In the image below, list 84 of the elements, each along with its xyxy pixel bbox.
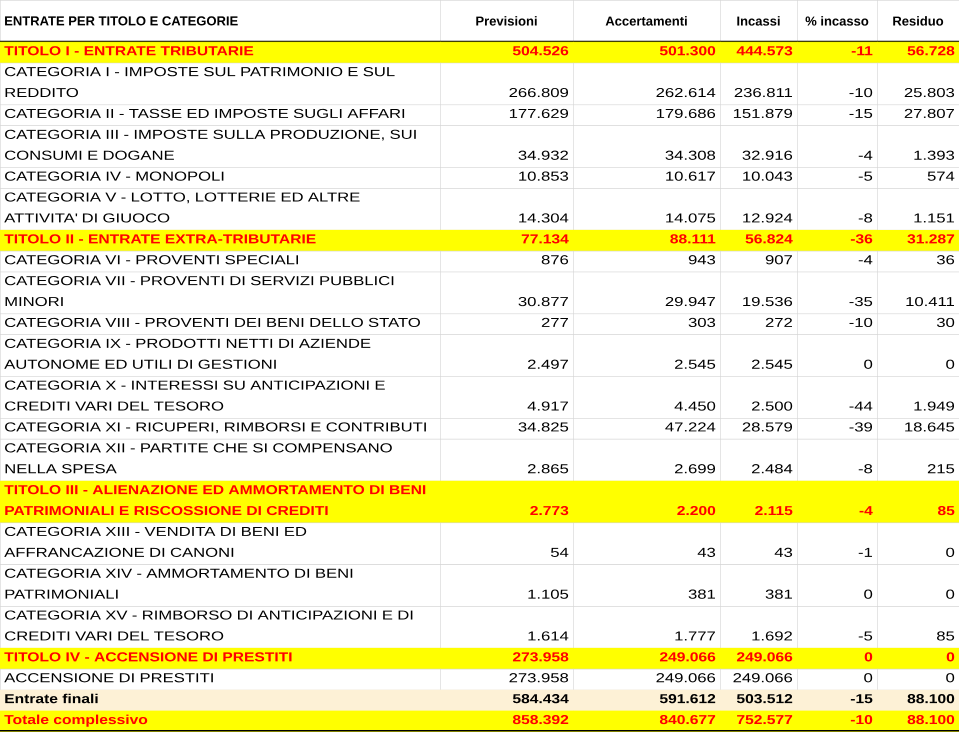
amount-value: 0: [877, 522, 959, 565]
amount-value: 303: [573, 314, 721, 335]
amount-value: 77.134: [440, 230, 574, 252]
amount-value: 54: [440, 522, 574, 565]
amount-value: 10.617: [573, 167, 721, 189]
percentage-value: 0: [797, 648, 878, 670]
amount-value: 85: [877, 606, 959, 648]
amount-value: 907: [720, 250, 798, 272]
amount-value: 30: [877, 314, 959, 335]
amount-value: 27.807: [877, 104, 959, 126]
amount-value: 876: [440, 250, 574, 272]
amount-value: 0: [877, 668, 959, 690]
amount-value: 18.645: [877, 418, 959, 440]
amount-value: 10.043: [720, 167, 798, 189]
amount-value: 88.111: [573, 230, 721, 252]
amount-value: 1.692: [720, 606, 798, 648]
column-header: Incassi: [720, 0, 798, 42]
amount-value: 381: [573, 564, 721, 607]
amount-value: 88.100: [877, 690, 959, 712]
amount-value: 0: [877, 564, 959, 607]
amount-value: 273.958: [440, 668, 574, 690]
amount-value: 31.287: [877, 230, 959, 252]
percentage-value: -4: [797, 480, 878, 524]
percentage-value: -11: [797, 42, 878, 64]
percentage-value: -39: [797, 418, 878, 440]
amount-value: 943: [573, 250, 721, 272]
amount-value: 503.512: [720, 690, 798, 712]
percentage-value: -8: [797, 188, 878, 230]
column-header: Accertamenti: [573, 0, 721, 42]
amount-value: 85: [877, 480, 959, 524]
amount-value: 34.825: [440, 418, 574, 440]
column-header: Residuo: [877, 0, 959, 42]
percentage-value: -36: [797, 230, 878, 252]
percentage-value: -4: [797, 250, 878, 272]
amount-value: 151.879: [720, 104, 798, 126]
amount-value: 273.958: [440, 648, 574, 670]
percentage-value: -5: [797, 606, 878, 648]
amount-value: 2.773: [440, 480, 574, 524]
amount-value: 1.105: [440, 564, 574, 607]
amount-value: 47.224: [573, 418, 721, 440]
amount-value: 444.573: [720, 42, 798, 64]
amount-value: 249.066: [573, 648, 721, 670]
amount-value: 858.392: [440, 710, 574, 732]
amount-value: 179.686: [573, 104, 721, 126]
amount-value: 504.526: [440, 42, 574, 64]
amount-value: 249.066: [720, 668, 798, 690]
percentage-value: -15: [797, 104, 878, 126]
amount-value: 28.579: [720, 418, 798, 440]
amount-value: 277: [440, 314, 574, 335]
percentage-value: -10: [797, 710, 878, 732]
amount-value: 2.115: [720, 480, 798, 524]
amount-value: 10.853: [440, 167, 574, 189]
amount-value: 584.434: [440, 690, 574, 712]
amount-value: 43: [573, 522, 721, 565]
amount-value: 501.300: [573, 42, 721, 64]
percentage-value: 0: [797, 564, 878, 607]
amount-value: 14.075: [573, 188, 721, 230]
amount-value: 272: [720, 314, 798, 335]
amount-value: 249.066: [573, 668, 721, 690]
amount-value: 14.304: [440, 188, 574, 230]
amount-value: 12.924: [720, 188, 798, 230]
amount-value: 840.677: [573, 710, 721, 732]
percentage-value: -1: [797, 522, 878, 565]
column-header: Previsioni: [440, 0, 574, 42]
amount-value: 56.728: [877, 42, 959, 64]
amount-value: 56.824: [720, 230, 798, 252]
percentage-value: -10: [797, 314, 878, 335]
amount-value: 1.777: [573, 606, 721, 648]
amount-value: 2.200: [573, 480, 721, 524]
amount-value: 249.066: [720, 648, 798, 670]
percentage-value: -5: [797, 167, 878, 189]
amount-value: 36: [877, 250, 959, 272]
amount-value: 177.629: [440, 104, 574, 126]
amount-value: 1.614: [440, 606, 574, 648]
amount-value: 0: [877, 648, 959, 670]
percentage-value: -15: [797, 690, 878, 712]
amount-value: 574: [877, 167, 959, 189]
amount-value: 591.612: [573, 690, 721, 712]
percentage-value: 0: [797, 668, 878, 690]
amount-value: 752.577: [720, 710, 798, 732]
amount-value: 381: [720, 564, 798, 607]
amount-value: 43: [720, 522, 798, 565]
amount-value: 88.100: [877, 710, 959, 732]
column-header: % incasso: [797, 0, 878, 42]
